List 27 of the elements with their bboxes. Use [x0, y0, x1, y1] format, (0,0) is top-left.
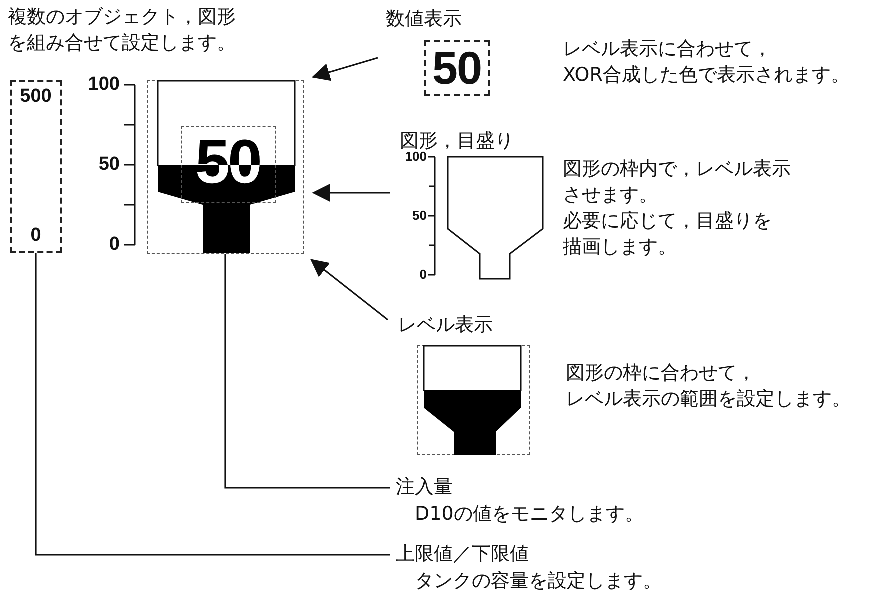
scale-label: 100	[405, 149, 427, 165]
limit-value: 0	[30, 225, 42, 247]
note: 複数のオブジェクト，図形を組み合せて設定します。	[8, 5, 237, 56]
note-text: タンクの容量を設定します。	[415, 569, 663, 594]
note-text: D10の値をモニタします。	[415, 502, 645, 527]
arrow	[312, 184, 390, 202]
scale-label: 0	[108, 233, 120, 257]
heading: 数値表示	[386, 7, 463, 32]
scale-label: 100	[87, 73, 120, 97]
description: 図形の枠内で，レベル表示させます。	[563, 157, 792, 208]
description: 必要に応じて，目盛りを描画します。	[563, 209, 773, 260]
scale-label: 50	[412, 208, 427, 224]
note-heading: 上限値／下限値	[396, 542, 530, 567]
note-heading: 注入量	[396, 475, 454, 500]
scale-label: 50	[98, 153, 120, 177]
leader-line	[35, 253, 390, 556]
value-box: 50	[424, 40, 490, 96]
heading: 図形，目盛り	[400, 129, 515, 152]
description: レベル表示に合わせて，XOR合成した色で表示されます。	[563, 37, 851, 88]
description: 図形の枠に合わせて，レベル表示の範囲を設定します。	[566, 361, 852, 412]
limit-box	[10, 80, 62, 253]
scale-label: 0	[418, 267, 427, 283]
leader-line	[224, 254, 390, 489]
arrow	[312, 57, 378, 82]
arrow	[310, 259, 388, 321]
limit-value: 500	[19, 86, 53, 108]
heading: レベル表示	[398, 313, 494, 338]
